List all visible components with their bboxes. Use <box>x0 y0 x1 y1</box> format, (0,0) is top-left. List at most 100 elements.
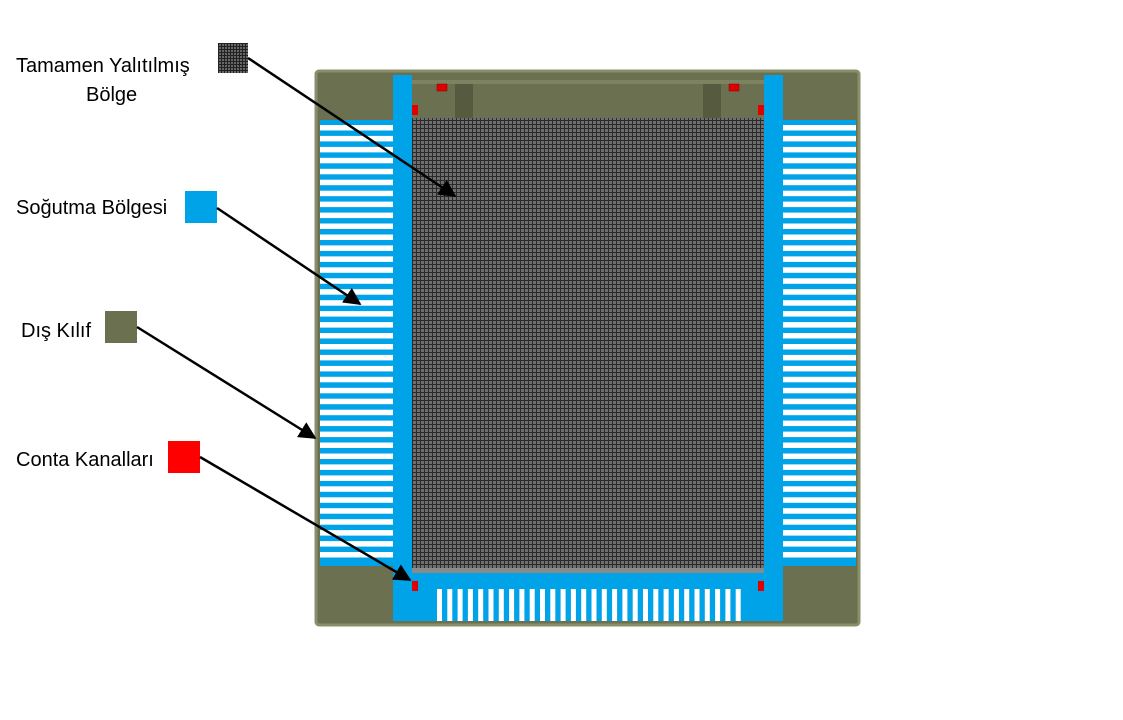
right-fin-slot <box>783 486 856 492</box>
right-fin-slot <box>783 212 856 219</box>
left-fin-slot <box>320 135 393 142</box>
shell-corner-bottom-left <box>320 566 393 621</box>
bottom-fin-slot <box>529 589 535 621</box>
right-fin-slot <box>783 168 856 175</box>
right-cooling-fins <box>783 120 856 566</box>
left-fin-slot <box>320 497 393 503</box>
top-shell-recess-right <box>703 84 721 119</box>
left-fin-slot <box>320 278 393 284</box>
left-fin-slot <box>320 420 393 427</box>
left-cooling-fins <box>320 120 393 566</box>
bottom-fin-slot <box>591 589 597 621</box>
right-fin-slot <box>783 519 856 525</box>
right-fin-slot <box>783 289 856 295</box>
left-fin-slot <box>320 344 393 350</box>
cooling-channel-bottom <box>412 573 764 621</box>
seal-channel-bottom-left <box>412 581 418 591</box>
bottom-fin-slot <box>684 589 690 621</box>
left-fin-slot <box>320 311 393 317</box>
bottom-fin-slot <box>673 589 679 621</box>
legend-label-seal: Conta Kanalları <box>16 449 154 471</box>
bottom-fin-slot <box>735 589 741 621</box>
legend-swatch-insulated <box>218 43 248 73</box>
right-fin-slot <box>783 365 856 372</box>
left-fin-slot <box>320 354 393 361</box>
right-fin-slot <box>783 201 856 208</box>
right-fin-slot <box>783 278 856 284</box>
leader-arrow-insulated <box>247 56 457 198</box>
right-fin-slot <box>783 344 856 350</box>
bottom-fin-slot <box>467 589 473 621</box>
left-fin-slot <box>320 376 393 383</box>
left-fin-slot <box>320 508 393 514</box>
right-fin-slot <box>783 398 856 405</box>
right-fin-slot <box>783 300 856 306</box>
bottom-fin-slot <box>694 589 700 621</box>
seal-channel-mid-right <box>758 105 764 115</box>
seal-channel-bottom-right <box>758 581 764 591</box>
bottom-fin-slot <box>457 589 463 621</box>
leader-arrow-cooling <box>216 206 362 306</box>
right-fin-slot <box>783 508 856 514</box>
right-fin-slot <box>783 442 856 448</box>
left-fin-slot <box>320 234 393 240</box>
left-fin-slot <box>320 179 393 186</box>
right-fin-slot <box>783 530 856 536</box>
cooling-channel-left <box>393 75 412 621</box>
right-fin-slot <box>783 475 856 481</box>
left-fin-slot <box>320 442 393 448</box>
left-fin-slot <box>320 125 393 131</box>
right-fin-slot <box>783 190 856 197</box>
left-fin-slot <box>320 289 393 295</box>
bottom-cooling-fins <box>437 589 741 621</box>
shell-corner-top-right <box>783 75 856 120</box>
legend-swatch-shell <box>105 311 137 343</box>
right-fin-slot <box>783 223 856 229</box>
right-fin-slot <box>783 333 856 339</box>
left-fin-slot <box>320 486 393 492</box>
insulated-core-bottom-edge <box>412 568 764 573</box>
right-fin-slot <box>783 409 856 416</box>
right-fin-slot <box>783 420 856 427</box>
right-fin-slot <box>783 354 856 361</box>
bottom-fin-slot <box>601 589 607 621</box>
left-fin-slot <box>320 453 393 459</box>
bottom-fin-slot <box>509 589 515 621</box>
right-fin-slot <box>783 376 856 383</box>
right-fin-slot <box>783 552 856 558</box>
left-fin-slot <box>320 256 393 262</box>
bottom-fin-slot <box>622 589 628 621</box>
seal-channel-top-right <box>728 83 740 92</box>
right-fin-slot <box>783 135 856 142</box>
bottom-fin-slot <box>570 589 576 621</box>
legend-swatch-cooling <box>185 191 217 223</box>
left-fin-slot <box>320 223 393 229</box>
right-fin-slot <box>783 256 856 262</box>
left-fin-slot <box>320 398 393 405</box>
bottom-fin-slot <box>643 589 648 621</box>
bottom-fin-slot <box>540 589 545 621</box>
right-fin-slot <box>783 311 856 317</box>
left-fin-slot <box>320 552 393 558</box>
legend-label-insulated-line2: Bölge <box>86 84 138 106</box>
bottom-fin-slot <box>581 589 587 621</box>
cooling-channel-right <box>764 75 783 621</box>
left-fin-slot <box>320 322 393 328</box>
right-fin-slot <box>783 125 856 131</box>
left-fin-slot <box>320 365 393 372</box>
right-fin-slot <box>783 322 856 328</box>
bottom-fin-slot <box>437 589 442 621</box>
right-fin-slot <box>783 453 856 459</box>
bottom-fin-slot <box>725 589 731 621</box>
left-fin-slot <box>320 212 393 219</box>
bottom-fin-slot <box>663 589 669 621</box>
right-fin-slot <box>783 157 856 164</box>
right-fin-slot <box>783 146 856 153</box>
right-fin-slot <box>783 179 856 186</box>
legend-label-cooling: Soğutma Bölgesi <box>16 197 168 219</box>
top-shell-recess-left <box>455 84 473 119</box>
bottom-fin-slot <box>653 589 659 621</box>
left-fin-slot <box>320 530 393 536</box>
right-fin-slot <box>783 234 856 240</box>
